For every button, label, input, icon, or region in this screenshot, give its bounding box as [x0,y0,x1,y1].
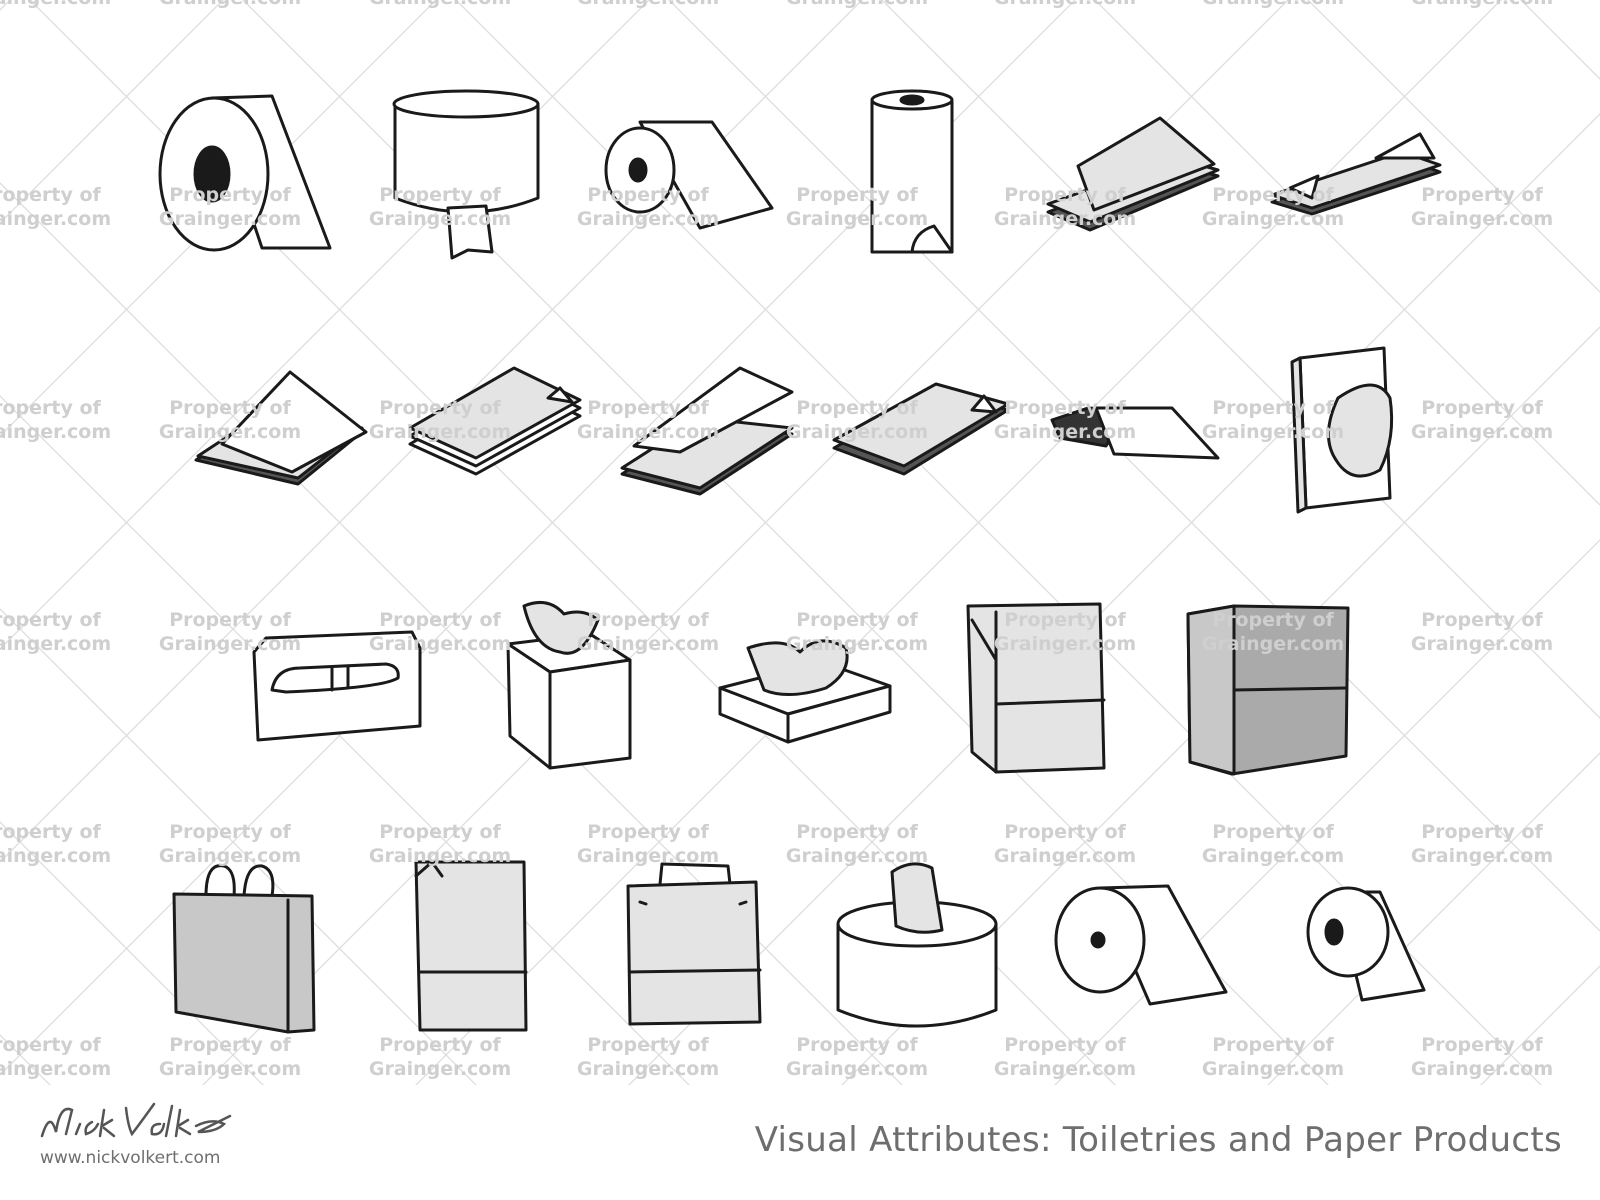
unrolled-paper-roll-icon [1054,884,1228,1006]
center-pull-tissue-roll-icon [836,862,998,1028]
toilet-seat-cover-pack-icon [252,630,422,742]
cube-facial-tissue-box-icon [506,600,632,770]
wall-tissue-dispenser-icon [1290,346,1394,514]
standard-toilet-paper-roll-icon [1306,886,1426,1002]
roll-paper-towel-icon [604,120,774,230]
paper-lunch-bag-icon [414,860,528,1032]
jumbo-toilet-paper-roll-icon [158,94,332,252]
center-pull-towel-roll-icon [392,89,540,260]
paper-shopping-bag-rope-handles-icon [172,864,316,1034]
paper-grocery-bag-icon [966,602,1106,774]
kraft-grocery-bag-icon [1186,604,1350,776]
multifold-paper-towels-icon [1046,116,1220,232]
interfold-napkins-icon [408,366,582,476]
page-title: Visual Attributes: Toiletries and Paper … [754,1120,1562,1160]
signature-logo [40,1102,232,1138]
website-url: www.nickvolkert.com [40,1148,221,1168]
interfold-paper-towels-icon [620,366,794,496]
c-fold-paper-towels-icon [194,370,368,486]
singlefold-paper-towels-icon [1270,132,1442,216]
dinner-napkins-icon [832,382,1010,476]
dispenser-napkins-icon [1050,406,1220,460]
flat-facial-tissue-box-icon [718,639,892,744]
paper-shopping-bag-flat-handles-icon [626,862,762,1026]
kitchen-paper-towel-roll-icon [870,89,954,254]
